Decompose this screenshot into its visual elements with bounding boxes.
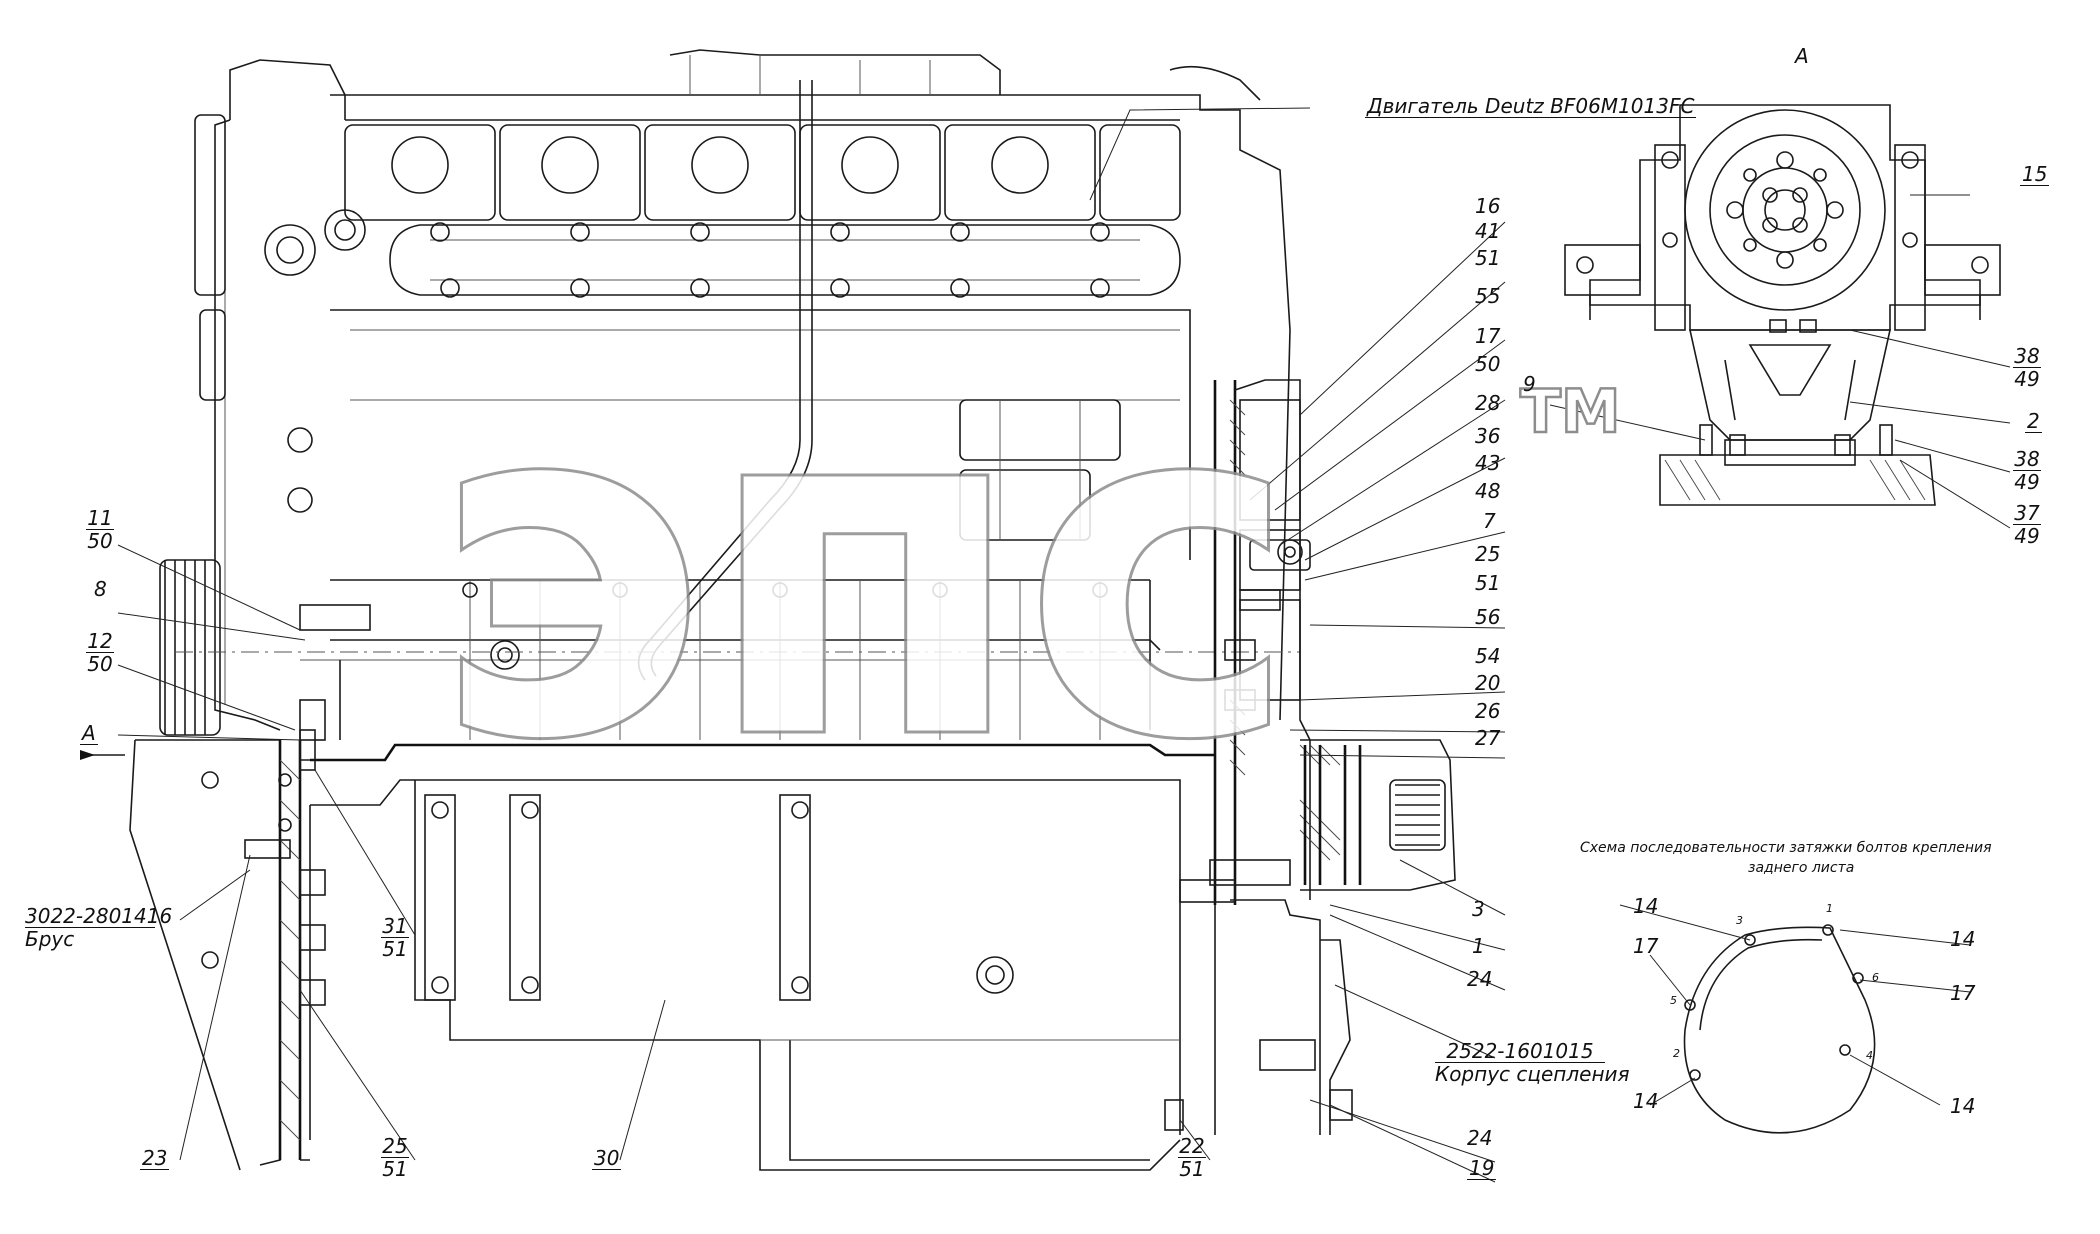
leader-lines — [117, 107, 2011, 1183]
callout-50-b: 50 — [87, 529, 113, 553]
callout-14-b: 14 — [1950, 927, 1976, 951]
callout-23: 23 — [140, 1146, 170, 1170]
part-clutch-label: 2522-1601015 Корпус сцепления — [1435, 1040, 1630, 1086]
part-brus-label: 3022-2801416 Брус — [25, 904, 173, 951]
callout-9: 9 — [1523, 372, 1536, 396]
section-arrow-a — [80, 750, 125, 760]
callout-12: 12 — [86, 629, 114, 653]
callout-17-b: 17 — [1950, 981, 1976, 1005]
tightening-scheme-figure — [1683, 924, 1876, 1134]
callout-24-b: 24 — [1467, 1126, 1493, 1150]
callout-20: 20 — [1475, 671, 1501, 695]
callout-51-d: 51 — [382, 1157, 408, 1181]
callout-14-c: 14 — [1633, 1089, 1659, 1113]
callout-22-51: 22 51 — [1178, 1135, 1206, 1180]
scheme-order-1: 1 — [1826, 902, 1833, 915]
scheme-order-3: 3 — [1736, 914, 1743, 927]
callout-38-b: 38 — [2013, 447, 2041, 471]
callout-49-c: 49 — [2014, 524, 2040, 548]
view-a-title: А — [1795, 44, 1809, 68]
callout-38-a: 38 — [2013, 344, 2041, 368]
scheme-order-2: 2 — [1673, 1047, 1680, 1060]
callout-51-b: 51 — [1475, 571, 1501, 595]
callout-51-e: 51 — [1179, 1157, 1205, 1181]
callout-2: 2 — [2025, 409, 2042, 433]
callout-11: 11 — [86, 506, 114, 530]
callout-49-b: 49 — [2014, 470, 2040, 494]
callout-11-50: 11 50 — [86, 507, 114, 552]
callout-26: 26 — [1475, 699, 1501, 723]
callout-51-a: 51 — [1475, 246, 1501, 270]
scheme-title-line1: Схема последовательности затяжки болтов … — [1580, 840, 1992, 856]
callout-25-b: 25 — [381, 1134, 409, 1158]
callout-30: 30 — [592, 1146, 622, 1170]
callout-43: 43 — [1475, 451, 1501, 475]
callout-49-a: 49 — [2014, 367, 2040, 391]
callout-54: 54 — [1475, 644, 1501, 668]
callout-8: 8 — [94, 577, 107, 601]
callout-56: 56 — [1475, 605, 1501, 629]
part-clutch-name: Корпус сцепления — [1435, 1062, 1630, 1086]
callout-3: 3 — [1472, 897, 1485, 921]
callout-48: 48 — [1475, 479, 1501, 503]
callout-14-a: 14 — [1633, 894, 1659, 918]
callout-31-51: 31 51 — [381, 915, 409, 960]
callout-50-a: 50 — [1475, 352, 1501, 376]
callout-38-49-a: 38 49 — [2013, 345, 2041, 390]
engine-outline — [159, 49, 1300, 740]
scheme-title-line2: заднего листа — [1748, 860, 1855, 876]
watermark-trademark: TM — [1519, 377, 1622, 447]
callout-22: 22 — [1178, 1134, 1206, 1158]
part-brus-name: Брус — [25, 927, 75, 951]
engine-label: Двигатель Deutz BF06M1013FC — [1365, 94, 1697, 118]
callout-12-50: 12 50 — [86, 630, 114, 675]
scheme-order-5: 5 — [1670, 994, 1677, 1007]
watermark-logo: эпс — [429, 296, 1302, 843]
callout-31: 31 — [381, 914, 409, 938]
callout-14-d: 14 — [1950, 1094, 1976, 1118]
callout-37-49: 37 49 — [2013, 502, 2041, 547]
section-a-label: А — [80, 721, 98, 745]
part-clutch-code: 2522-1601015 — [1435, 1040, 1605, 1063]
part-brus-code: 3022-2801416 — [25, 904, 173, 928]
callout-25-a: 25 — [1475, 542, 1501, 566]
view-a-detail — [1564, 104, 2001, 506]
callout-36: 36 — [1475, 424, 1501, 448]
callout-19: 19 — [1467, 1156, 1497, 1180]
callout-7: 7 — [1483, 509, 1496, 533]
callout-38-49-b: 38 49 — [2013, 448, 2041, 493]
callout-25-51: 25 51 — [381, 1135, 409, 1180]
callout-1: 1 — [1472, 934, 1485, 958]
scheme-order-4: 4 — [1866, 1049, 1873, 1062]
clutch-housing-section — [1179, 379, 1456, 1135]
callout-27: 27 — [1475, 726, 1501, 750]
callout-28: 28 — [1475, 391, 1501, 415]
callout-55: 55 — [1475, 284, 1501, 308]
callout-50-c: 50 — [87, 652, 113, 676]
scheme-order-6: 6 — [1872, 971, 1879, 984]
callout-17: 17 — [1475, 324, 1501, 348]
callout-51-c: 51 — [382, 937, 408, 961]
callout-37: 37 — [2013, 501, 2041, 525]
callout-16: 16 — [1475, 194, 1501, 218]
callout-17-a: 17 — [1633, 934, 1659, 958]
callout-24-a: 24 — [1467, 967, 1493, 991]
callout-41: 41 — [1475, 219, 1501, 243]
callout-15: 15 — [2020, 162, 2050, 186]
